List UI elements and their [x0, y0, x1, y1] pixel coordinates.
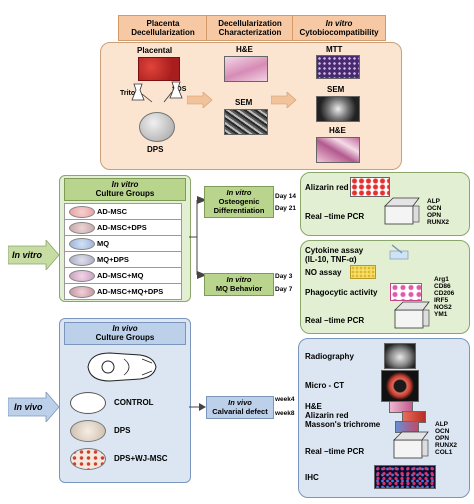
group-ad-msc-dps: AD-MSC+DPS [64, 219, 182, 236]
alizarin-red-image [350, 177, 390, 197]
placenta-tissue-image [138, 57, 180, 81]
group-ad-msc-mq-dps: AD-MSC+MQ+DPS [64, 283, 182, 300]
elisa-pipette-icon [389, 244, 409, 260]
no-assay-label: NO assay [305, 268, 342, 277]
day7-label: Day 7 [275, 286, 293, 293]
week4-label: week4 [275, 396, 295, 403]
mtt-label: MTT [326, 45, 343, 54]
pcr-machine-icon-1 [384, 197, 420, 225]
no-assay-plate-image [350, 265, 376, 279]
top-arrow-2-icon [271, 92, 297, 108]
day3-label: Day 3 [275, 273, 293, 280]
alizarin-red-label-vivo: Alizarin red [305, 411, 349, 420]
phagocytic-activity-image [390, 283, 422, 301]
sem-label-right: SEM [327, 85, 345, 94]
massons-trichrome-label: Masson's trichrome [305, 420, 381, 429]
reagent-bottles-icon [131, 81, 183, 103]
in-vitro-bracket-connector [189, 196, 207, 279]
pcr-machine-icon-2 [394, 301, 430, 329]
group-dps-wj-msc: DPS+WJ-MSC [114, 454, 168, 463]
top-arrow-1-icon [187, 92, 213, 108]
dps-wj-msc-icon [70, 448, 106, 470]
he-histology-image-right [316, 137, 360, 163]
dps-scaffold-icon [70, 420, 106, 442]
micro-ct-image [381, 370, 419, 402]
ihc-label: IHC [305, 473, 319, 482]
pcr-machine-icon-vivo [393, 431, 429, 459]
group-mq-dps: MQ+DPS [64, 251, 182, 268]
he-label-vivo: H&E [305, 402, 322, 411]
he-label-top: H&E [236, 45, 253, 54]
in-vivo-connector-arrow [189, 403, 206, 411]
in-vitro-label: In vitro [12, 250, 43, 260]
in-vivo-label: In vivo [14, 402, 43, 412]
group-mq: MQ [64, 235, 182, 252]
radiography-label: Radiography [305, 352, 354, 361]
week8-label: week8 [275, 410, 295, 417]
sem-label-top: SEM [235, 98, 253, 107]
placental-label: Placental [137, 46, 173, 55]
sem-image-right [316, 96, 360, 122]
he-histology-image-top [224, 56, 268, 82]
dps-label: DPS [147, 145, 164, 154]
group-dps: DPS [114, 426, 131, 435]
radiography-image [384, 343, 416, 369]
he-image-vivo [389, 401, 413, 413]
day21-label: Day 21 [275, 205, 296, 212]
in-vitro-arrow-icon [8, 240, 60, 270]
phagocytic-activity-label: Phagocytic activity [305, 288, 378, 297]
sem-image-top [224, 109, 268, 135]
micro-ct-label: Micro - CT [305, 381, 345, 390]
control-defect-icon [70, 392, 106, 414]
mtt-plate-image [316, 55, 360, 79]
rat-skull-icon [87, 352, 157, 382]
dps-scaffold-image [139, 112, 175, 142]
alizarin-red-label: Alizarin red [305, 183, 349, 192]
real-time-pcr-label-vivo: Real –time PCR [305, 447, 365, 456]
day14-label: Day 14 [275, 193, 296, 200]
in-vivo-arrow-icon [8, 392, 60, 422]
real-time-pcr-label-2: Real –time PCR [305, 316, 365, 325]
real-time-pcr-label-1: Real –time PCR [305, 212, 365, 221]
he-label-right: H&E [329, 126, 346, 135]
triton-label: Triton [120, 90, 140, 97]
mq-results-panel [300, 240, 470, 334]
group-ad-msc-mq: AD-MSC+MQ [64, 267, 182, 284]
group-control: CONTROL [114, 398, 154, 407]
ihc-image [374, 465, 436, 489]
group-ad-msc: AD-MSC [64, 203, 182, 220]
cytokine-assay-label: Cytokine assay(IL-10, TNF-α) [305, 246, 364, 264]
sds-label: SDS [172, 86, 187, 93]
